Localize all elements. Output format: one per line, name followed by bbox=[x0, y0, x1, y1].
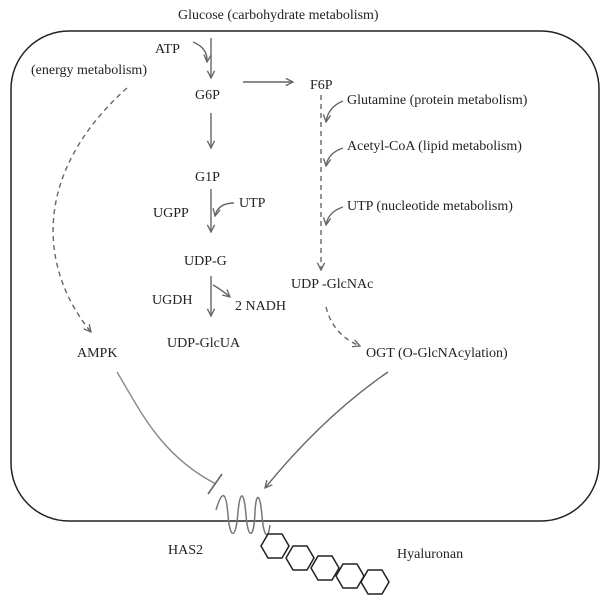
label-glutamine: Glutamine (protein metabolism) bbox=[347, 93, 528, 108]
hyaluronan-chain bbox=[260, 533, 390, 595]
label-utp-nucleotide: UTP (nucleotide metabolism) bbox=[347, 199, 513, 214]
arrow-atp-to-g6p bbox=[192, 41, 207, 62]
arrow-to-nadh bbox=[212, 284, 230, 297]
label-ogt: OGT (O-GlcNAcylation) bbox=[366, 346, 508, 361]
label-udpg: UDP-G bbox=[184, 254, 227, 269]
label-g1p: G1P bbox=[195, 170, 220, 185]
inhibition-ampk-to-has2 bbox=[116, 371, 217, 485]
arrow-glutamine-in bbox=[326, 100, 344, 122]
arrow-ogt-to-has2 bbox=[265, 371, 389, 488]
label-atp: ATP bbox=[155, 42, 180, 57]
arrow-acetylcoa-in bbox=[326, 147, 344, 166]
inhibition-bar bbox=[207, 473, 223, 495]
has2-coil bbox=[215, 494, 271, 536]
label-utp: UTP bbox=[239, 196, 266, 211]
label-f6p: F6P bbox=[310, 78, 333, 93]
dashed-arrow-udpglcnac-to-ogt bbox=[325, 306, 360, 346]
arrow-utp-nucleotide-in bbox=[326, 206, 344, 225]
label-g6p: G6P bbox=[195, 88, 220, 103]
label-ugdh: UGDH bbox=[152, 293, 193, 308]
dashed-arrow-energy-to-ampk bbox=[52, 87, 128, 332]
label-nadh: 2 NADH bbox=[235, 299, 286, 314]
label-ampk: AMPK bbox=[77, 346, 118, 361]
arrow-utp-to-udpg bbox=[215, 202, 235, 216]
cell-membrane-box bbox=[10, 30, 600, 522]
label-ugpp: UGPP bbox=[153, 206, 189, 221]
label-hyaluronan: Hyaluronan bbox=[397, 547, 464, 562]
label-has2: HAS2 bbox=[168, 543, 204, 558]
label-udpglcnac: UDP -GlcNAc bbox=[291, 277, 374, 292]
label-acetylcoa: Acetyl-CoA (lipid metabolism) bbox=[347, 139, 522, 154]
label-energy-metabolism: (energy metabolism) bbox=[31, 63, 147, 78]
label-udpglcua: UDP-GlcUA bbox=[167, 336, 241, 351]
label-glucose: Glucose (carbohydrate metabolism) bbox=[178, 8, 379, 23]
